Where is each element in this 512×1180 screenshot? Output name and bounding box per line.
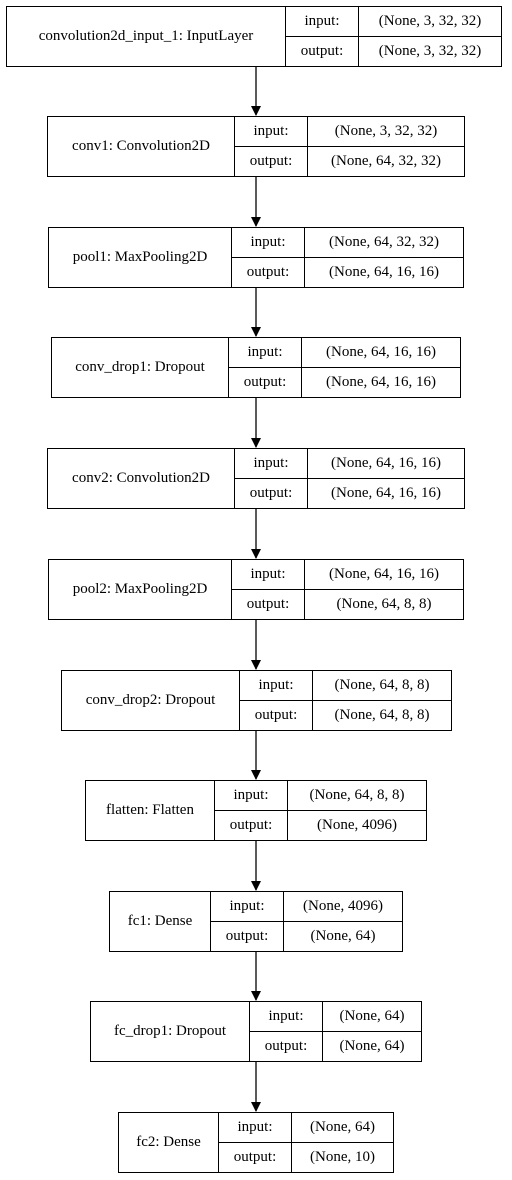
layer-name: pool2: MaxPooling2D	[49, 560, 232, 619]
input-shape: (None, 64, 8, 8)	[313, 671, 451, 701]
output-label: output:	[235, 147, 308, 176]
output-shape: (None, 64, 16, 16)	[326, 374, 436, 390]
layer-node: conv_drop1: Dropout input: (None, 64, 16…	[51, 337, 461, 398]
input-shape: (None, 64)	[323, 1002, 421, 1032]
input-shape: (None, 3, 32, 32)	[308, 117, 464, 147]
layer-node: fc_drop1: Dropout input: (None, 64) outp…	[90, 1001, 422, 1062]
input-label: input:	[232, 560, 305, 590]
input-label: input:	[219, 1113, 292, 1143]
layer-node: conv1: Convolution2D input: (None, 3, 32…	[47, 116, 465, 177]
layer-node: pool1: MaxPooling2D input: (None, 64, 32…	[48, 227, 464, 288]
layer-name: pool1: MaxPooling2D	[49, 228, 232, 287]
input-label: input:	[250, 1002, 323, 1032]
layer-name: conv1: Convolution2D	[48, 117, 235, 176]
input-label: input:	[235, 117, 308, 147]
input-label: input:	[229, 338, 302, 368]
input-shape: (None, 64, 32, 32)	[305, 228, 463, 258]
input-label: input:	[240, 671, 313, 701]
output-label: output:	[219, 1143, 292, 1172]
layer-node: pool2: MaxPooling2D input: (None, 64, 16…	[48, 559, 464, 620]
input-shape: (None, 64, 8, 8)	[288, 781, 426, 811]
output-label: output:	[229, 368, 302, 397]
output-shape: (None, 64, 32, 32)	[331, 153, 441, 169]
layer-name: fc1: Dense	[110, 892, 211, 951]
output-shape: (None, 3, 32, 32)	[378, 43, 482, 59]
output-shape: (None, 64)	[310, 928, 376, 944]
input-shape: (None, 64, 16, 16)	[302, 338, 460, 368]
output-label: output:	[250, 1032, 323, 1061]
layer-name: convolution2d_input_1: InputLayer	[7, 7, 286, 66]
output-label: output:	[211, 922, 284, 951]
output-shape: (None, 64, 8, 8)	[334, 707, 430, 723]
input-shape: (None, 64)	[292, 1113, 393, 1143]
input-label: input:	[211, 892, 284, 922]
output-shape: (None, 64, 16, 16)	[329, 264, 439, 280]
input-shape: (None, 64, 16, 16)	[308, 449, 464, 479]
input-label: input:	[215, 781, 288, 811]
input-label: input:	[235, 449, 308, 479]
output-shape: (None, 64, 8, 8)	[336, 596, 432, 612]
output-label: output:	[232, 590, 305, 619]
input-shape: (None, 4096)	[284, 892, 402, 922]
layer-node: flatten: Flatten input: (None, 64, 8, 8)…	[85, 780, 427, 841]
layer-node: conv2: Convolution2D input: (None, 64, 1…	[47, 448, 465, 509]
layer-node: fc1: Dense input: (None, 4096) output: (…	[109, 891, 403, 952]
layer-name: conv_drop1: Dropout	[52, 338, 229, 397]
output-shape: (None, 64)	[339, 1038, 405, 1054]
layer-node: convolution2d_input_1: InputLayer input:…	[6, 6, 502, 67]
input-shape: (None, 3, 32, 32)	[359, 7, 501, 37]
input-label: input:	[232, 228, 305, 258]
output-label: output:	[215, 811, 288, 840]
output-label: output:	[240, 701, 313, 730]
output-label: output:	[232, 258, 305, 287]
layer-name: conv2: Convolution2D	[48, 449, 235, 508]
output-shape: (None, 4096)	[317, 817, 397, 833]
layer-node: fc2: Dense input: (None, 64) output: (No…	[118, 1112, 394, 1173]
input-shape: (None, 64, 16, 16)	[305, 560, 463, 590]
layer-node: conv_drop2: Dropout input: (None, 64, 8,…	[61, 670, 452, 731]
layer-name: fc2: Dense	[119, 1113, 219, 1172]
layer-name: flatten: Flatten	[86, 781, 215, 840]
output-label: output:	[235, 479, 308, 508]
output-label: output:	[286, 37, 359, 66]
input-label: input:	[286, 7, 359, 37]
output-shape: (None, 10)	[310, 1149, 375, 1165]
layer-name: conv_drop2: Dropout	[62, 671, 240, 730]
output-shape: (None, 64, 16, 16)	[331, 485, 441, 501]
layer-name: fc_drop1: Dropout	[91, 1002, 250, 1061]
